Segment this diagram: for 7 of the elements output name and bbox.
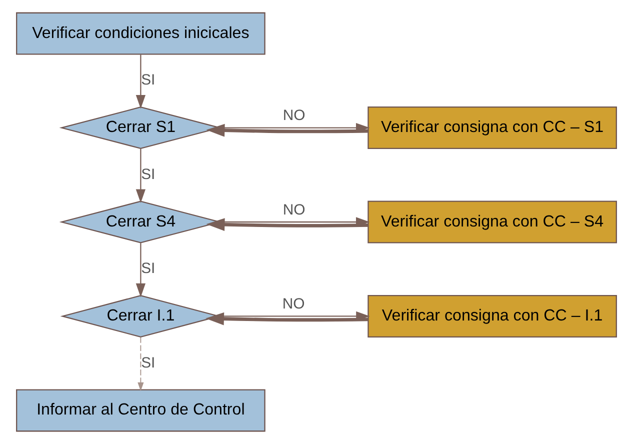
edge-label: NO <box>282 107 305 124</box>
edge-label: NO <box>282 296 304 313</box>
edge-label: NO <box>282 201 305 218</box>
edge-label: SI <box>140 72 155 89</box>
edge-label: SI <box>140 354 155 372</box>
edge-label: SI <box>140 260 155 278</box>
edge-label: SI <box>140 166 155 183</box>
